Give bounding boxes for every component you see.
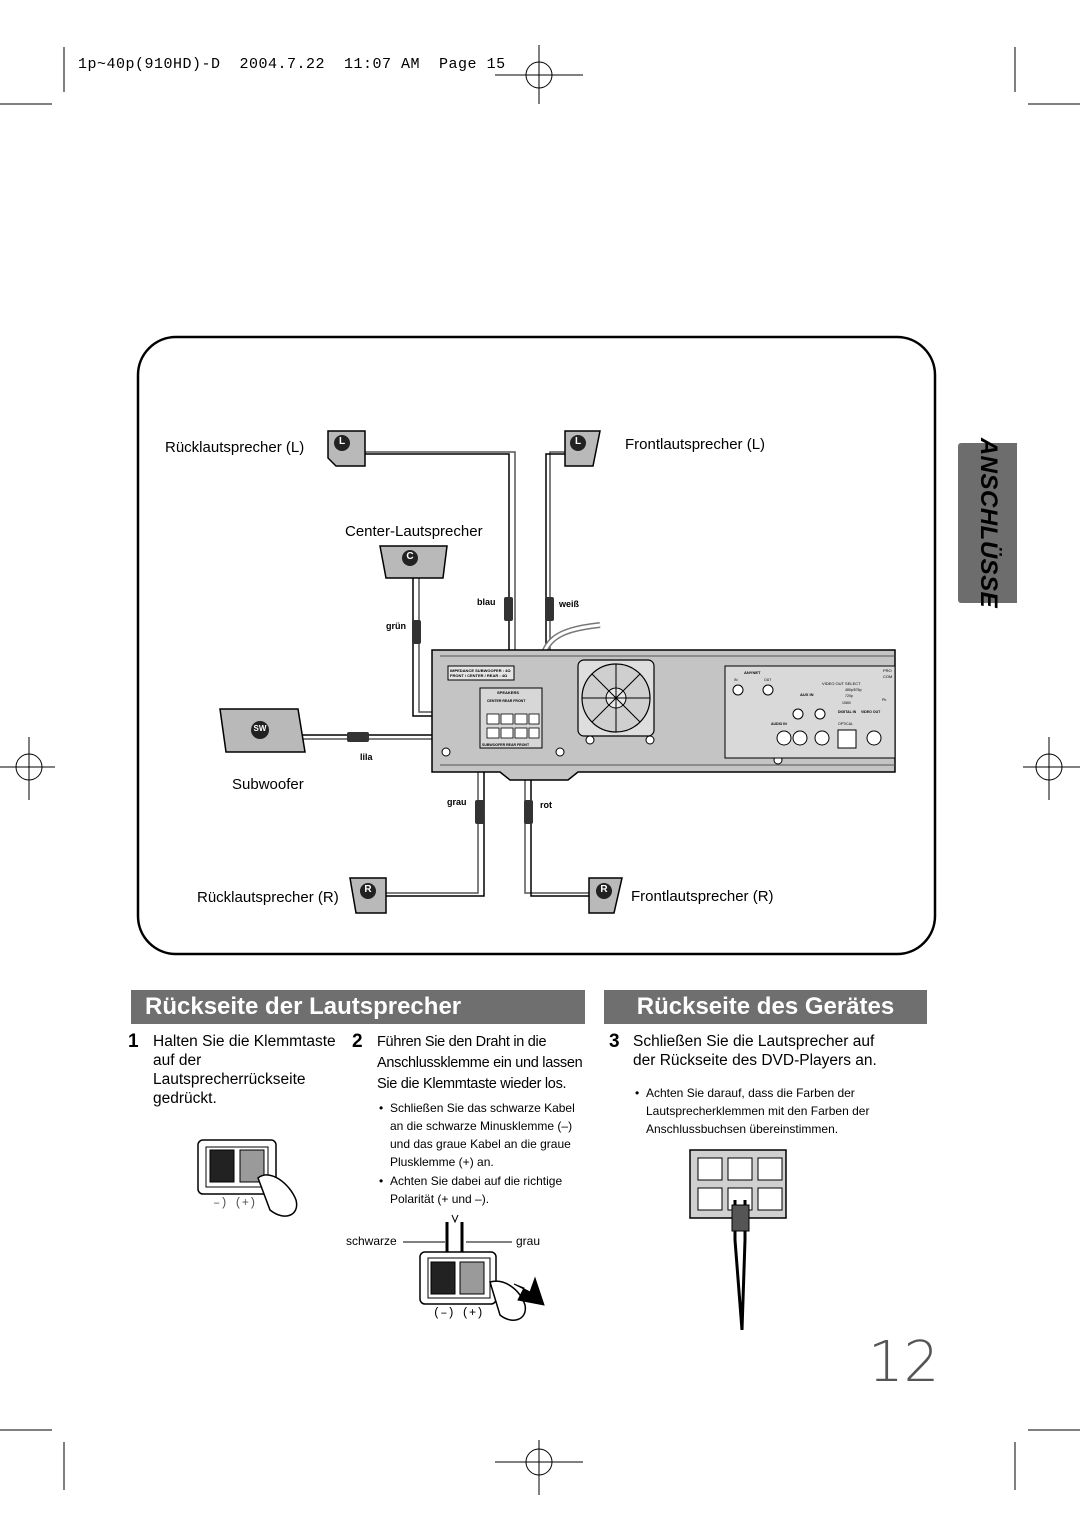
rear-right-speaker-label: Rücklautsprecher (R) <box>197 889 339 906</box>
badge-center: C <box>406 551 414 562</box>
unit-speaker-bottom-labels: SUBWOOFER REAR FRONT <box>482 743 530 747</box>
unit-res-720: 720p <box>845 694 853 698</box>
speaker-badges <box>251 435 612 899</box>
right-section-title-band: Rückseite des Gerätes <box>604 990 927 1024</box>
front-right-speaker-label: Frontlautsprecher (R) <box>631 888 774 905</box>
unit-video-out-select: VIDEO OUT SELECT <box>822 681 861 686</box>
step-1-text: Halten Sie die Klemmtaste auf der Lautsp… <box>153 1033 336 1107</box>
step-2-bullet-1: • Schließen Sie das schwarze Kabel an di… <box>379 1101 575 1169</box>
unit-anynet-in: IN <box>734 678 738 682</box>
terminal-illustration-2 <box>403 1214 545 1321</box>
wire-label-blue: blau <box>477 597 496 607</box>
step-3-number: 3 <box>609 1031 620 1052</box>
dvd-unit-rear <box>431 649 896 781</box>
step-2-number: 2 <box>352 1031 363 1052</box>
step-2-bullet-2: • Achten Sie dabei auf die richtige Pola… <box>379 1174 563 1206</box>
wire-label-white: weiß <box>559 599 580 609</box>
page-number: 12 <box>868 1330 940 1395</box>
unit-pb: Pb <box>882 698 887 702</box>
left-section-title: Rückseite der Lautsprecher <box>145 993 462 1020</box>
gray-wire-label: grau <box>516 1234 541 1248</box>
unit-speaker-top-labels: CENTER REAR FRONT <box>487 699 526 703</box>
badge-right-rear: R <box>364 884 372 895</box>
unit-anynet-out: OUT <box>764 678 772 682</box>
unit-terminal-closeup <box>689 1149 787 1331</box>
polarity-label-2: (–) (+) <box>433 1306 484 1320</box>
badge-left-rear: L <box>338 436 346 447</box>
badge-left-front: L <box>574 436 582 447</box>
wire-plugs <box>347 597 554 824</box>
unit-optical: OPTICAL <box>838 722 853 726</box>
print-header: 1p~40p(910HD)-D 2004.7.22 11:07 AM Page … <box>78 56 506 73</box>
step-2-text: Führen Sie den Draht in die Anschlusskle… <box>377 1034 583 1092</box>
wire-label-gray: grau <box>447 797 467 807</box>
unit-aux-in: AUX IN <box>800 692 814 697</box>
step-3-text: Schließen Sie die Lautsprecher auf der R… <box>633 1033 877 1069</box>
unit-res-480: 480p/576p <box>845 688 862 692</box>
center-speaker-label: Center-Lautsprecher <box>345 523 483 540</box>
polarity-label-1: –) (+) <box>213 1196 257 1210</box>
rear-left-speaker-label: Rücklautsprecher (L) <box>165 439 305 456</box>
unit-audio-in: AUDIO IN <box>771 722 787 726</box>
badge-right-front: R <box>600 884 608 895</box>
subwoofer-label: Subwoofer <box>232 776 304 793</box>
right-section-title: Rückseite des Gerätes <box>636 993 895 1020</box>
diagram-frame <box>136 335 937 956</box>
section-side-tab: ANSCHLÜSSE <box>958 438 1017 608</box>
step-3-bullet-1: • Achten Sie darauf, dass die Farben der… <box>635 1086 870 1136</box>
step-1-number: 1 <box>128 1031 139 1052</box>
unit-res-1080: 1080i <box>842 701 851 705</box>
unit-pro: PRO <box>883 668 892 673</box>
unit-anynet-label: ANYNET <box>744 670 761 675</box>
unit-speakers-label: SPEAKERS <box>497 690 520 695</box>
wire-label-red: rot <box>540 800 552 810</box>
unit-com: COM <box>883 674 893 679</box>
crop-marks <box>0 45 1080 1495</box>
black-wire-label: schwarze <box>346 1234 397 1248</box>
badge-subwoofer: SW <box>253 724 267 733</box>
wire-label-purple: lila <box>360 752 373 762</box>
speaker-shapes <box>219 430 623 914</box>
unit-digital-in: DIGITAL IN <box>838 710 857 714</box>
terminal-illustration-1 <box>197 1139 298 1217</box>
wire-label-green: grün <box>386 621 406 631</box>
front-left-speaker-label: Frontlautsprecher (L) <box>625 436 766 453</box>
side-tab-label: ANSCHLÜSSE <box>974 437 1002 609</box>
left-section-title-band: Rückseite der Lautsprecher <box>131 990 585 1024</box>
unit-video-out: VIDEO OUT <box>861 710 881 714</box>
